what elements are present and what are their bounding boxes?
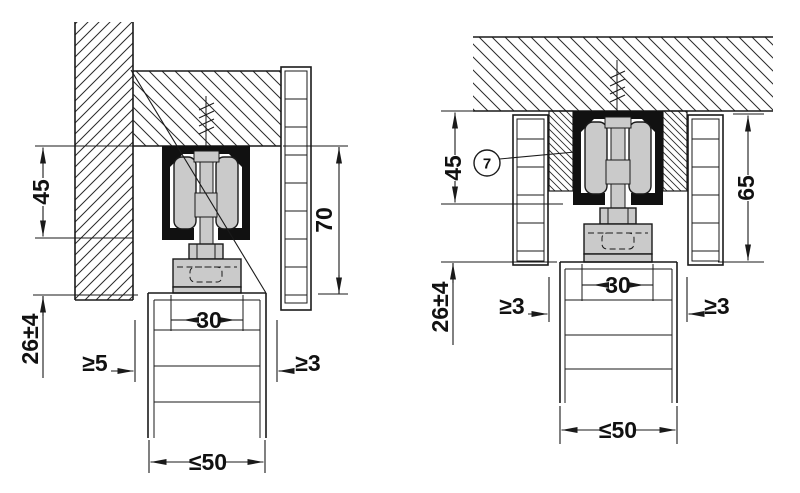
hanger-bolt-right	[604, 116, 632, 209]
track-profile-left	[162, 146, 250, 245]
diagonal-reference-line	[130, 69, 267, 294]
dim-label-ge3-left: ≥3	[499, 293, 524, 319]
track-profile-right	[573, 111, 663, 209]
dim-label-ge3-right: ≥3	[704, 293, 729, 319]
callout-number: 7	[483, 156, 491, 173]
callout-7: 7	[473, 149, 576, 177]
door-panel-right	[559, 261, 678, 403]
dim-label-30-right: 30	[605, 272, 631, 298]
ceiling-hatched-left	[133, 70, 281, 147]
ceiling-hatched-right	[473, 36, 773, 112]
dim-label-30-left: 30	[196, 307, 222, 333]
dimension-track-height-right: 45	[440, 110, 563, 205]
mounting-plate-left	[172, 243, 242, 294]
right-section-view: 7 45 65 26±4 ≥3	[427, 36, 773, 444]
callout-leader-line	[499, 151, 576, 160]
dimension-gap-right-right-view: ≥3	[686, 277, 730, 322]
dimension-overall-height-right: 65	[718, 113, 764, 263]
fascia-panel-right-view-right	[687, 114, 724, 266]
dim-label-26pm4-left: 26±4	[17, 313, 43, 364]
roller-right	[628, 121, 652, 195]
dim-label-ge3-left-view: ≥3	[295, 350, 320, 376]
dim-label-le50-right: ≤50	[599, 417, 637, 443]
dim-label-26pm4-right: 26±4	[427, 281, 453, 332]
roller-right	[215, 156, 239, 230]
left-section-view: 45 70 26±4 ≥5 ≥3	[17, 22, 348, 475]
dim-label-65: 65	[733, 175, 759, 201]
dimension-door-thickness-left: ≤50	[148, 440, 266, 475]
door-panel-left	[147, 292, 267, 438]
callout-circle	[473, 149, 501, 177]
dimension-panel-gap-left-view: ≥3	[276, 320, 321, 382]
fascia-panel-left-view	[280, 66, 312, 311]
dimension-gap-left-right-view: ≥3	[499, 277, 550, 322]
roller-left	[173, 156, 197, 230]
dim-label-70: 70	[311, 207, 337, 233]
dim-label-le50-left: ≤50	[189, 449, 227, 475]
dimension-door-thickness-right: ≤50	[559, 406, 678, 444]
dim-label-ge5: ≥5	[82, 350, 108, 376]
dimension-groove-width-right: 30	[582, 272, 653, 298]
dimension-groove-width-left: 30	[171, 307, 243, 333]
dimension-wall-gap: ≥5	[82, 320, 136, 382]
dim-label-45-left: 45	[28, 179, 54, 205]
dimension-track-height-left: 45	[28, 145, 133, 239]
hanger-bolt-left	[193, 150, 220, 245]
fascia-panel-right-view-left	[512, 114, 549, 266]
dimension-top-clearance-left: 26±4	[17, 294, 138, 378]
blocking-strip-right	[662, 110, 688, 192]
mounting-plate-right	[583, 207, 653, 263]
dim-label-45-right: 45	[440, 155, 466, 181]
dimension-overall-height-left: 70	[283, 145, 348, 295]
dimension-top-clearance-right: 26±4	[427, 261, 557, 345]
blocking-strip-left	[548, 110, 574, 192]
roller-left	[584, 121, 608, 195]
wall-hatched	[74, 22, 134, 301]
